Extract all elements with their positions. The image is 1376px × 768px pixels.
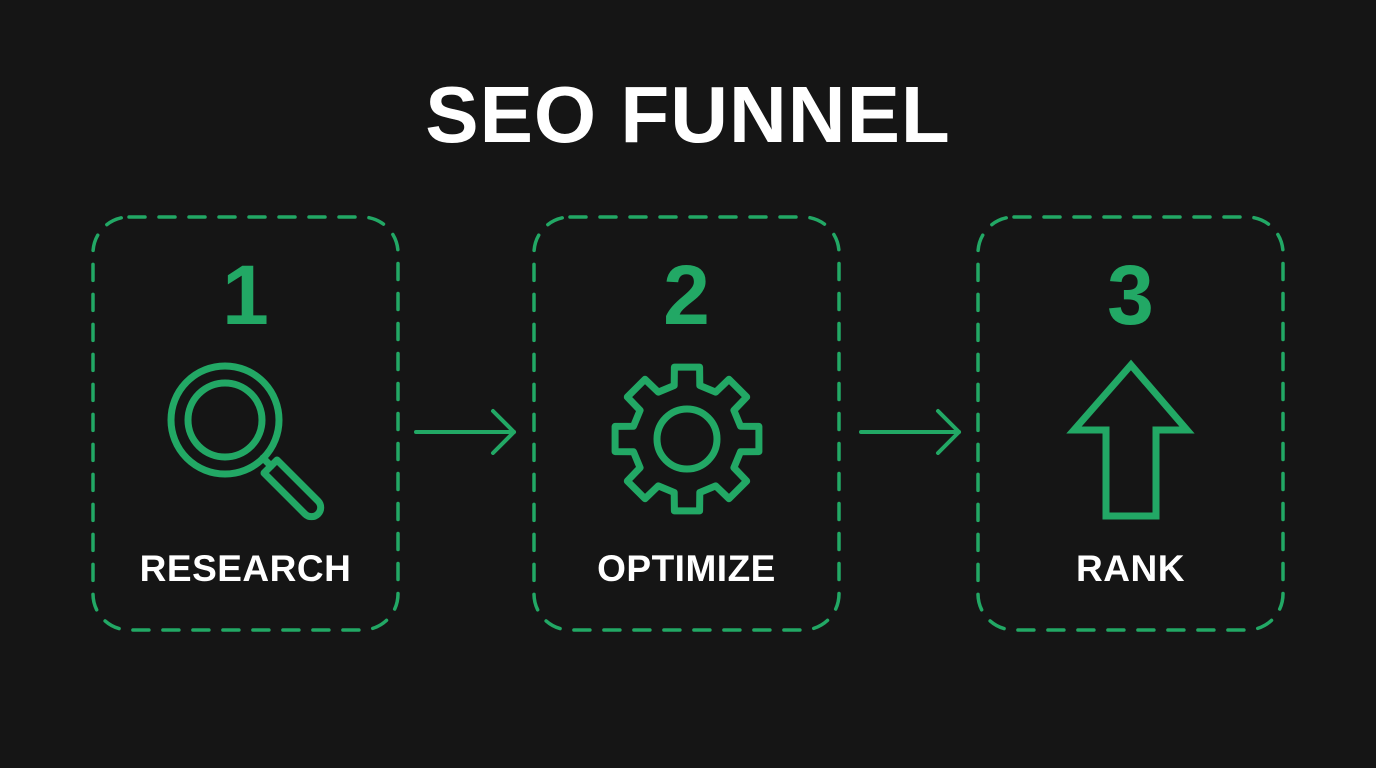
stage-card-research: 1 RESEARCH [91, 215, 400, 632]
stage-label: RESEARCH [139, 548, 352, 589]
dashed-border [91, 215, 400, 632]
stage-number: 2 [663, 248, 710, 342]
stage-card-rank: 3 RANK [976, 215, 1285, 632]
magnifying-glass-icon [167, 362, 325, 521]
page-title: SEO FUNNEL [425, 70, 951, 159]
arrow-right-icon [859, 409, 961, 455]
arrow-right-icon [414, 409, 516, 455]
arrow-up-icon [1066, 359, 1195, 520]
gear-icon [611, 363, 763, 515]
dashed-border [976, 215, 1285, 632]
stage-card-optimize: 2 OPTIMIZE [532, 215, 841, 632]
stage-label: OPTIMIZE [597, 548, 776, 589]
stage-number: 3 [1107, 248, 1154, 342]
stage-label: RANK [1076, 548, 1185, 589]
stage-number: 1 [222, 248, 269, 342]
dashed-border [532, 215, 841, 632]
